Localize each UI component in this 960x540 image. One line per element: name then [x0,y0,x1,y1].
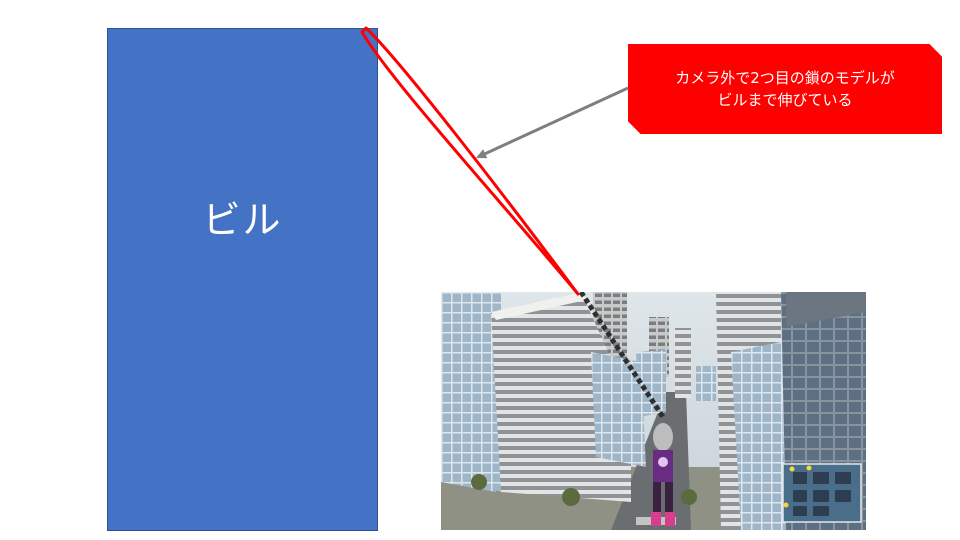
chain-icon [578,292,666,419]
callout-line-1: カメラ外で2つ目の鎖のモデルが [675,69,895,87]
callout-box: カメラ外で2つ目の鎖のモデルが ビルまで伸びている [628,44,942,134]
game-screenshot-scene [441,292,866,530]
character-icon [651,423,675,526]
game-screenshot [441,292,866,530]
building-rect: ビル [107,28,378,531]
building-label: ビル [202,198,283,242]
chain-highlight-loop [360,26,580,296]
callout-arrow [476,86,629,159]
callout-line-2: ビルまで伸びている [717,91,853,109]
minimap-icon [782,463,862,523]
